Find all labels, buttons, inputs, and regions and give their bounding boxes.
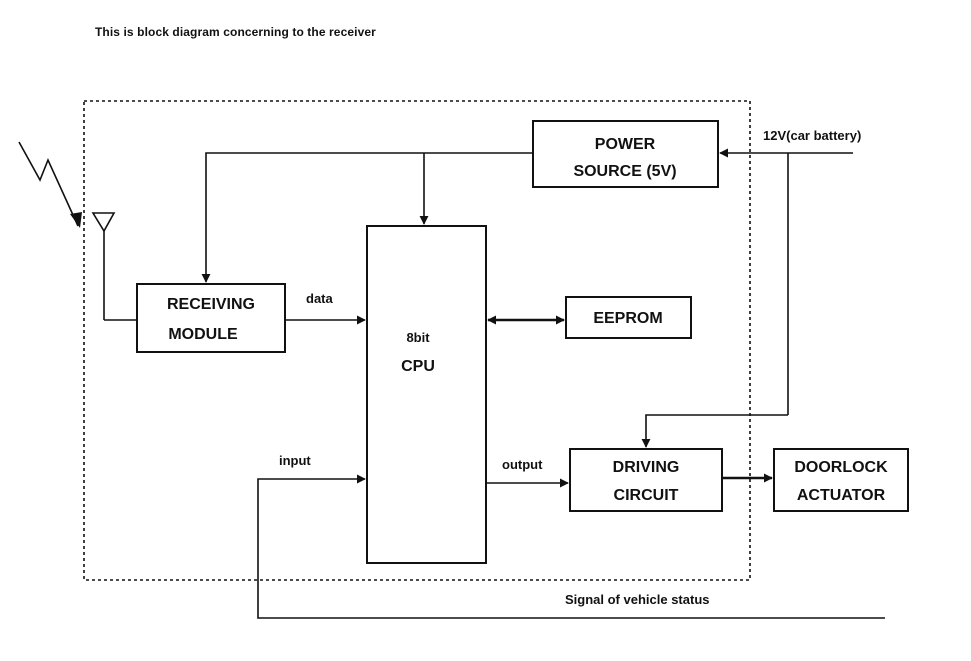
doorlock-actuator-label-line1: DOORLOCK [794, 459, 888, 476]
doorlock-actuator-block: DOORLOCK ACTUATOR [774, 449, 908, 511]
vehicle-status-label: Signal of vehicle status [565, 592, 710, 607]
data-label: data [306, 291, 334, 306]
receiving-module-label-line2: MODULE [168, 326, 238, 343]
rf-signal-arrowhead [70, 212, 82, 228]
receiving-module-label-line1: RECEIVING [167, 296, 255, 313]
eeprom-block: EEPROM [566, 297, 691, 338]
battery-to-driving-wire [646, 415, 788, 447]
rf-signal-lightning-icon [19, 142, 78, 226]
output-label: output [502, 457, 543, 472]
driving-circuit-block: DRIVING CIRCUIT [570, 449, 722, 511]
cpu-label-line1: 8bit [406, 330, 430, 345]
power-source-label-line2: SOURCE (5V) [573, 163, 676, 180]
eeprom-label: EEPROM [593, 310, 662, 327]
antenna-icon [93, 213, 137, 320]
power-source-label-line1: POWER [595, 136, 656, 153]
power-source-block: POWER SOURCE (5V) [533, 121, 718, 187]
receiving-module-block: RECEIVING MODULE [137, 284, 285, 352]
doorlock-actuator-label-line2: ACTUATOR [797, 487, 886, 504]
input-label: input [279, 453, 311, 468]
driving-circuit-label-line2: CIRCUIT [614, 487, 679, 504]
driving-circuit-label-line1: DRIVING [613, 459, 680, 476]
cpu-label-line2: CPU [401, 358, 435, 375]
cpu-block: 8bit CPU [367, 226, 486, 563]
battery-label: 12V(car battery) [763, 128, 861, 143]
